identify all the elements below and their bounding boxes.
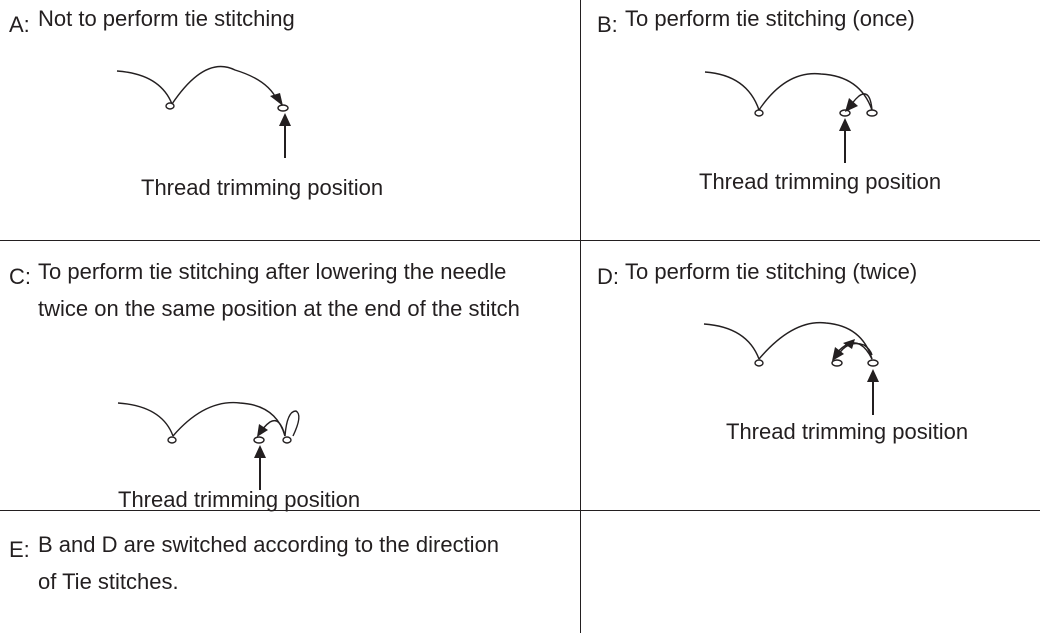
stitch-arc-2 [171,65,278,105]
panel-a-heading: Not to perform tie stitching [38,6,295,31]
pointer-arrowhead [867,369,879,382]
needle-drop-3 [866,109,878,117]
tie-arrowhead [257,424,268,437]
pointer-arrowhead [254,445,266,458]
panel-e: E: B and D are switched according to the… [0,511,580,633]
needle-drop-2 [839,109,851,117]
panel-d-caption: Thread trimming position [726,419,969,444]
needle-drop-1 [754,359,764,367]
panel-b-letter: B: [597,12,618,37]
stitch-arc-1 [117,402,174,437]
stitch-arc-1 [116,70,173,105]
arc-arrowhead [270,93,283,106]
stitch-arc-2 [172,401,286,437]
stitch-arc-1 [703,323,760,360]
pointer-arrowhead [279,113,291,126]
tie-stitch-twice-diagram [703,321,879,415]
panel-c-heading: To perform tie stitching after lowering … [38,259,520,321]
panel-d: D: To perform tie stitching (twice) Thre… [581,241,1040,510]
tie-stitch-once-diagram [704,71,878,163]
panel-d-letter: D: [597,264,619,289]
pointer-arrowhead [839,118,851,131]
stitch-arc-1 [704,71,760,111]
panel-a: A: Not to perform tie stitching Thread t… [0,0,580,240]
row-divider-1 [0,240,1040,241]
stitch-arc-2 [758,72,873,111]
column-divider [580,0,581,633]
panel-d-heading: To perform tie stitching (twice) [625,259,918,284]
needle-drop-2 [253,436,265,444]
panel-empty [581,511,1040,633]
panel-c-caption: Thread trimming position [118,487,361,512]
panel-b-heading: To perform tie stitching (once) [625,6,915,31]
panel-b-caption: Thread trimming position [699,169,942,194]
needle-drop-1 [165,102,175,110]
panel-e-letter: E: [9,537,30,562]
panel-a-letter: A: [9,12,30,37]
panel-e-heading: B and D are switched according to the di… [38,532,500,594]
double-drop-loop [284,410,300,437]
needle-drop-3 [867,359,879,367]
panel-c-letter: C: [9,264,31,289]
needle-drop-2 [831,359,843,367]
panel-c: C: To perform tie stitching after loweri… [0,241,580,512]
needle-drop-1 [167,436,177,444]
panel-b: B: To perform tie stitching (once) Threa… [581,0,1040,240]
needle-drop-3 [282,436,292,444]
tie-back-curve-2 [836,342,873,358]
needle-drop-1 [754,109,764,117]
panel-a-caption: Thread trimming position [141,175,384,200]
no-tie-stitch-diagram [116,65,291,158]
tie-arrowhead [845,98,858,112]
needle-drop-2 [277,104,289,112]
tie-stitch-double-drop-diagram [117,401,300,490]
row-divider-2 [0,510,1040,511]
stitch-arc-2 [758,321,873,360]
tie-arrowhead-2 [843,339,855,349]
